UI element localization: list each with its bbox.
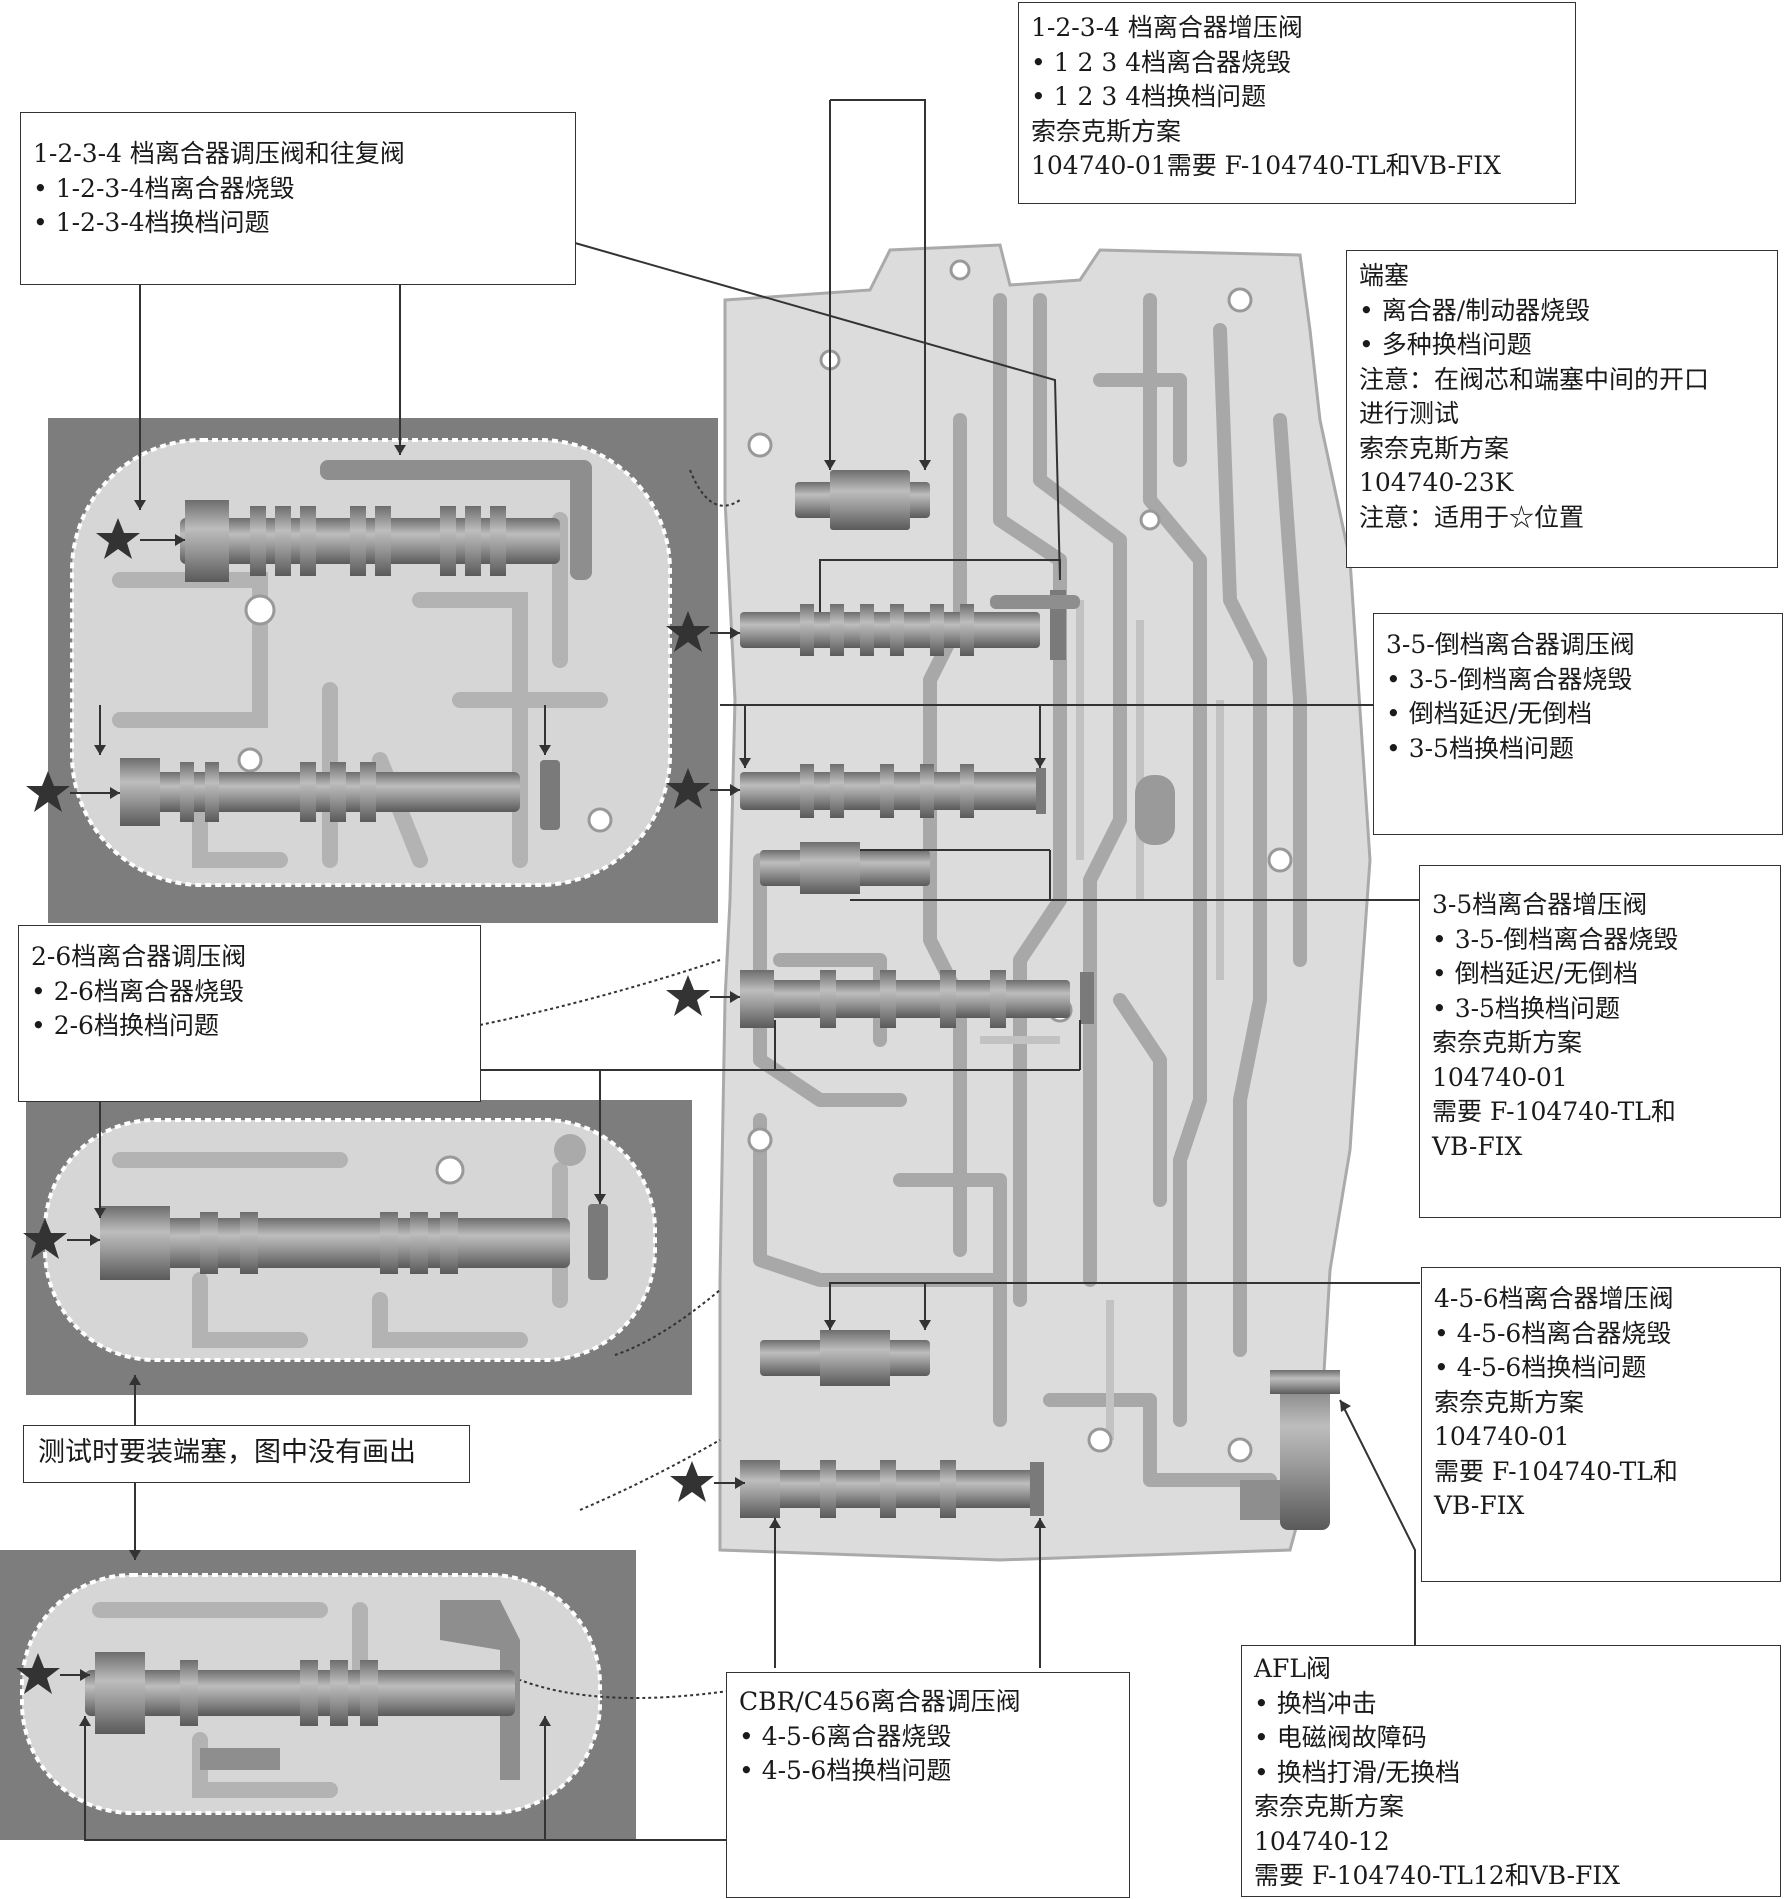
callout-item: 3-5-倒档离合器烧毁 [1432,923,1768,958]
spool-main-1 [795,470,930,530]
callout-item: 换档冲击 [1254,1687,1768,1722]
callout-note: 104740-01 [1434,1422,1570,1451]
callout-item: 离合器/制动器烧毁 [1359,294,1765,329]
spool-main-5 [740,970,1094,1028]
callout-title: 端塞 [1359,261,1410,290]
callout-item: 1-2-3-4档换档问题 [33,206,563,241]
callout-afl-valve: AFL阀 换档冲击 电磁阀故障码 换档打滑/无换档 索奈克斯方案 104740-… [1241,1645,1781,1897]
callout-note: VB-FIX [1434,1491,1525,1520]
callout-title: AFL阀 [1254,1654,1332,1683]
callout-note: 索奈克斯方案 [1359,433,1510,463]
spool-main-7 [740,1460,1044,1518]
spool-main-6 [760,1330,930,1386]
callout-note: 注意：在阀芯和端塞中间的开口 [1359,364,1710,394]
callout-35-clutch-boost-valve: 3-5档离合器增压阀 3-5-倒档离合器烧毁 倒档延迟/无倒档 3-5档换档问题… [1419,865,1781,1218]
spool-35r-regulator [120,758,560,830]
callout-item: 换档打滑/无换档 [1254,1756,1768,1791]
callout-item: 2-6档换档问题 [31,1009,468,1044]
callout-item: 4-5-6档换档问题 [1434,1351,1768,1386]
callout-note: 索奈克斯方案 [1432,1028,1583,1057]
callout-note: 需要 F-104740-TL和 [1434,1456,1678,1486]
callout-note: 104740-01需要 F-104740-TL和VB-FIX [1031,151,1501,180]
callout-note: VB-FIX [1432,1131,1523,1161]
callout-26-clutch-regulator: 2-6档离合器调压阀 2-6档离合器烧毁 2-6档换档问题 [18,925,481,1102]
callout-item: 倒档延迟/无倒档 [1386,697,1770,732]
callout-item: 1-2-3-4档离合器烧毁 [33,172,563,207]
callout-item: 3-5-倒档离合器烧毁 [1386,663,1770,698]
spool-main-3 [740,764,1046,818]
callout-note: 104740-23K [1359,468,1514,497]
callout-title: 3-5-倒档离合器调压阀 [1386,630,1635,659]
spool-main-2 [740,590,1066,660]
callout-title: 2-6档离合器调压阀 [31,942,247,971]
callout-1234-clutch-regulator: 1-2-3-4 档离合器调压阀和往复阀 1-2-3-4档离合器烧毁 1-2-3-… [20,112,576,285]
callout-note: 104740-12 [1254,1826,1390,1856]
callout-note: 需要 F-104740-TL和 [1432,1097,1676,1126]
callout-item: 4-5-6档离合器烧毁 [1434,1317,1768,1352]
callout-456-clutch-boost-valve: 4-5-6档离合器增压阀 4-5-6档离合器烧毁 4-5-6档换档问题 索奈克斯… [1421,1267,1781,1582]
callout-note: 进行测试 [1359,399,1460,428]
callout-end-plug-note: 测试时要装端塞，图中没有画出 [23,1425,470,1483]
callout-title: 测试时要装端塞，图中没有画出 [38,1437,416,1468]
callout-item: 多种换档问题 [1359,328,1765,363]
callout-item: 2-6档离合器烧毁 [31,975,468,1010]
spool-cbr-c456-regulator [85,1652,515,1734]
callout-note: 注意：适用于☆位置 [1359,502,1585,532]
spool-26-regulator [100,1204,608,1280]
callout-cbr-c456-regulator: CBR/C456离合器调压阀 4-5-6离合器烧毁 4-5-6档换档问题 [726,1672,1130,1898]
callout-note: 索奈克斯方案 [1031,116,1182,146]
leader-lines [60,99,1420,1841]
callout-1234-clutch-boost-valve: 1-2-3-4 档离合器增压阀 1 2 3 4档离合器烧毁 1 2 3 4档换档… [1018,2,1576,204]
callout-item: 3-5档换档问题 [1432,992,1768,1027]
spool-1234-regulator [180,500,560,582]
afl-valve-spool [1270,1370,1340,1530]
callout-item: 4-5-6档换档问题 [739,1754,1117,1789]
callout-note: 需要 F-104740-TL12和VB-FIX [1254,1861,1621,1890]
callout-item: 1 2 3 4档离合器烧毁 [1031,46,1563,81]
callout-title: 3-5档离合器增压阀 [1432,890,1648,919]
spool-main-4 [760,842,930,894]
arrow-heads [79,445,1351,1726]
callout-end-plug: 端塞 离合器/制动器烧毁 多种换档问题 注意：在阀芯和端塞中间的开口 进行测试 … [1346,250,1778,568]
callout-35r-clutch-regulator: 3-5-倒档离合器调压阀 3-5-倒档离合器烧毁 倒档延迟/无倒档 3-5档换档… [1373,613,1783,835]
zoom-panel-2 [26,1100,692,1395]
callout-note: 索奈克斯方案 [1254,1792,1405,1821]
valve-body-casting [718,243,1372,1562]
callout-note: 索奈克斯方案 [1434,1387,1585,1417]
callout-title: 1-2-3-4 档离合器增压阀 [1031,13,1303,42]
zoom-panel-3 [0,1550,636,1840]
callout-item: 1 2 3 4档换档问题 [1031,80,1563,115]
callout-item: 倒档延迟/无倒档 [1432,957,1768,992]
callout-item: 3-5档换档问题 [1386,732,1770,767]
callout-item: 4-5-6离合器烧毁 [739,1720,1117,1755]
zoom-panel-1 [48,418,718,923]
callout-title: 1-2-3-4 档离合器调压阀和往复阀 [33,139,405,168]
callout-title: CBR/C456离合器调压阀 [739,1687,1021,1716]
callout-item: 电磁阀故障码 [1254,1721,1768,1756]
callout-note: 104740-01 [1432,1062,1568,1092]
callout-title: 4-5-6档离合器增压阀 [1434,1284,1674,1313]
